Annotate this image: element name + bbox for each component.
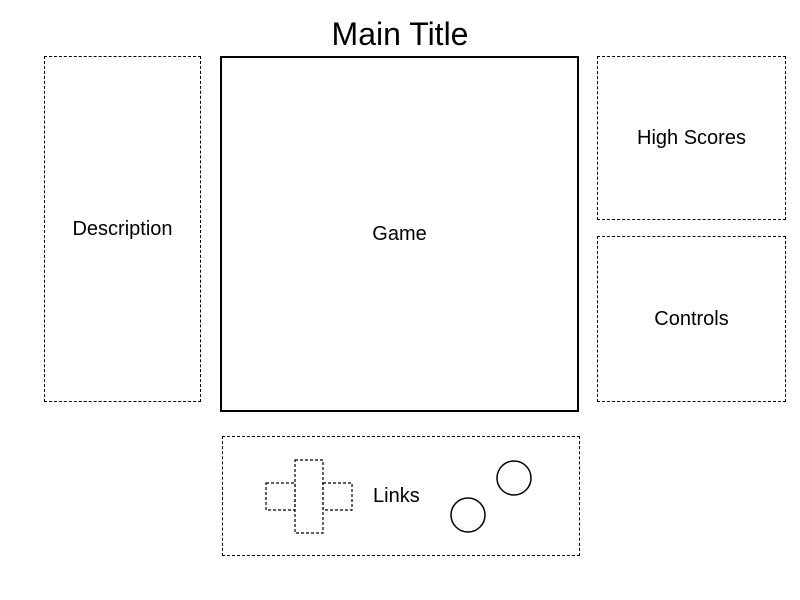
controls-label: Controls [654, 307, 729, 330]
dpad-icon[interactable] [262, 456, 358, 538]
controls-panel: Controls [597, 236, 786, 402]
game-area[interactable]: Game [220, 56, 579, 412]
links-label[interactable]: Links [373, 485, 420, 507]
high-scores-panel: High Scores [597, 56, 786, 220]
action-buttons-icon[interactable] [446, 456, 538, 538]
action-button-a[interactable] [450, 497, 486, 533]
game-label: Game [372, 222, 427, 245]
dpad-vertical[interactable] [294, 459, 324, 534]
dpad-right[interactable] [322, 482, 353, 511]
action-button-b[interactable] [496, 460, 532, 496]
description-label: Description [72, 217, 173, 240]
links-panel [222, 436, 580, 556]
description-panel: Description [44, 56, 201, 402]
dpad-left[interactable] [265, 482, 296, 511]
main-title: Main Title [331, 16, 469, 52]
high-scores-label: High Scores [637, 126, 746, 149]
